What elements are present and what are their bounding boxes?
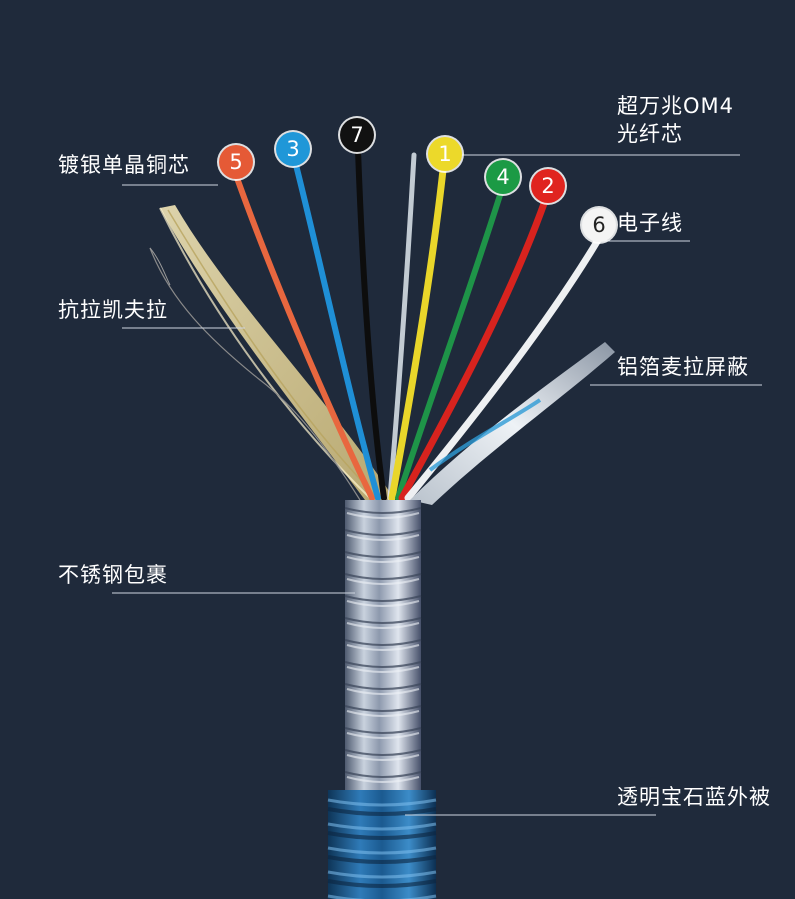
label-shield: 铝箔麦拉屏蔽: [617, 355, 749, 379]
wire-1: [388, 166, 447, 502]
wire-7: [355, 147, 387, 501]
label-jacket: 透明宝石蓝外被: [617, 785, 771, 809]
blue-jacket: [327, 790, 437, 899]
leader-lines: [112, 154, 762, 816]
badge-7: 7: [340, 118, 374, 152]
badge-2: 2: [531, 169, 565, 203]
wire-2: [398, 194, 550, 502]
label-om4: 超万兆OM4 光纤芯: [617, 92, 734, 148]
badge-5: 5: [219, 145, 253, 179]
badge-4: 4: [486, 160, 520, 194]
label-electronic: 电子线: [617, 211, 683, 235]
label-om4-line1: 超万兆OM4: [617, 94, 735, 118]
badge-6: 6: [582, 208, 616, 242]
steel-armor: [344, 500, 422, 805]
label-om4-line2: 光纤芯: [617, 122, 683, 146]
label-kevlar: 抗拉凯夫拉: [58, 298, 168, 322]
badge-1: 1: [428, 137, 462, 171]
wire-5: [234, 175, 375, 501]
wire-3: [293, 162, 381, 501]
foil-shield: [410, 342, 615, 505]
wire-4: [395, 189, 504, 501]
badge-3: 3: [276, 132, 310, 166]
kevlar-fibers: [149, 205, 395, 501]
label-steel: 不锈钢包裹: [58, 563, 168, 587]
label-silver-copper: 镀银单晶铜芯: [58, 153, 190, 177]
fiber-om4: [387, 152, 417, 501]
